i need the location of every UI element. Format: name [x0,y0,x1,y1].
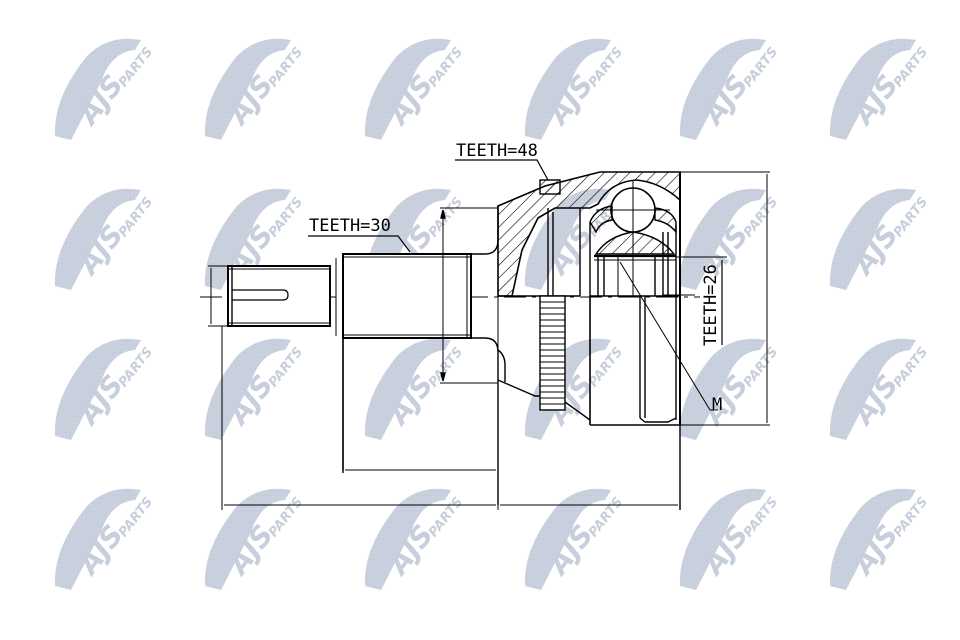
label-teeth-shaft: TEETH=30 [309,216,391,236]
label-teeth-inner: TEETH=26 [701,264,721,346]
label-teeth-outer: TEETH=48 [456,141,538,161]
abs-ring-teeth [540,301,565,405]
label-thread-m: M [712,395,722,415]
cv-joint-drawing [200,159,770,510]
